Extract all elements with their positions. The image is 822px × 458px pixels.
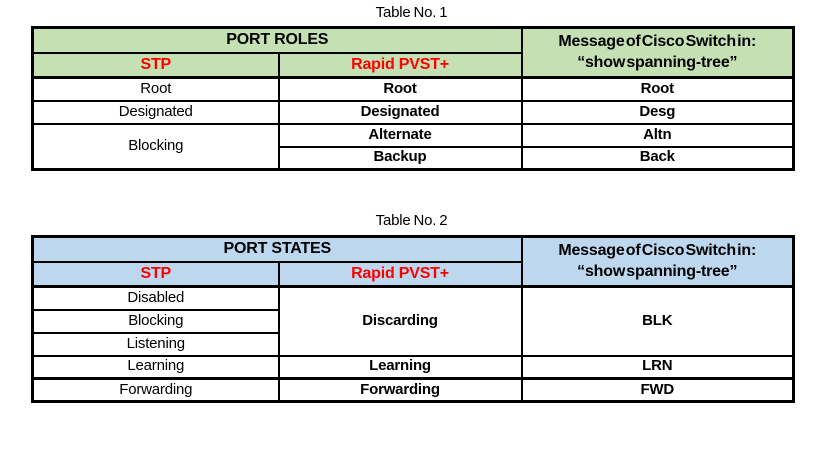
table-row: Blocking Alternate Altn xyxy=(31,122,795,171)
table1-message-header-cell: Message of Cisco Switch in: “show spanni… xyxy=(520,26,795,79)
table2-cell-stp-forwarding: Forwarding xyxy=(31,377,280,403)
table-row: Root Root Root xyxy=(31,76,795,102)
table2-cell-stp-learning: Learning xyxy=(31,354,280,380)
table1-cell-rpvst-alternate: Alternate xyxy=(277,122,523,148)
table2-group-header-cell: PORT STATES xyxy=(31,235,523,263)
table1-cell-msg-root: Root xyxy=(520,76,795,102)
table2-rpvst-header-cell: Rapid PVST+ xyxy=(277,260,523,288)
table2-cell-rpvst-learning: Learning xyxy=(277,354,523,380)
table2-title: Table No. 2 xyxy=(375,212,448,229)
table-row: Backup Back xyxy=(33,145,795,171)
table1-cell-rpvst-root: Root xyxy=(277,76,523,102)
port-states-table: PORT STATES Message of Cisco Switch in: … xyxy=(31,235,795,403)
table1-group-header-row: PORT ROLES Message of Cisco Switch in: “… xyxy=(31,26,795,79)
table1-title: Table No. 1 xyxy=(375,4,448,21)
table2-stp-header-cell: STP xyxy=(31,260,280,288)
table1-cell-stp-blocking: Blocking xyxy=(31,122,280,171)
table-row: Learning Learning LRN xyxy=(31,354,795,380)
port-roles-table: PORT ROLES Message of Cisco Switch in: “… xyxy=(31,26,796,171)
table2-cell-stp-disabled: Disabled xyxy=(31,285,280,311)
table-row: Listening xyxy=(31,331,794,357)
table1-cell-msg-altn: Altn xyxy=(520,122,795,148)
table-row: Designated Designated Desg xyxy=(31,99,795,125)
table2-message-line1: Message of Cisco Switch in: xyxy=(558,241,757,259)
table1-cell-stp-root: Root xyxy=(31,76,280,102)
table1-group-header-cell: PORT ROLES xyxy=(31,26,523,54)
table2-cell-msg-lrn: LRN xyxy=(520,354,795,380)
table-row: Forwarding Forwarding FWD xyxy=(31,377,795,403)
table1-rpvst-header-cell: Rapid PVST+ xyxy=(277,51,523,79)
table1-cell-rpvst-backup: Backup xyxy=(277,145,523,171)
table2-cell-msg-fwd: FWD xyxy=(520,377,795,403)
table2-column-header-row: STP Rapid PVST+ xyxy=(31,260,794,288)
table2-message-line2: “show spanning-tree” xyxy=(577,262,738,280)
table1-message-line1: Message of Cisco Switch in: xyxy=(558,32,757,50)
table1-cell-msg-back: Back xyxy=(520,145,795,171)
table1-message-line2: “show spanning-tree” xyxy=(577,53,738,71)
table2-message-header-cell: Message of Cisco Switch in: “show spanni… xyxy=(520,235,795,288)
table2-cell-stp-blocking: Blocking xyxy=(31,308,280,334)
table2-cell-rpvst-discarding: Discarding xyxy=(277,285,523,357)
table1-cell-rpvst-designated: Designated xyxy=(277,99,523,125)
table2-group-header-row: PORT STATES Message of Cisco Switch in: … xyxy=(31,235,795,288)
table2-cell-stp-listening: Listening xyxy=(31,331,280,357)
table1-cell-msg-desg: Desg xyxy=(520,99,795,125)
table2-cell-rpvst-forwarding: Forwarding xyxy=(277,377,523,403)
table1-stp-header-cell: STP xyxy=(31,51,280,79)
table-row: Blocking xyxy=(31,308,794,334)
table2-cell-msg-blk: BLK xyxy=(520,285,795,357)
table1-column-header-row: STP Rapid PVST+ xyxy=(31,51,794,79)
table1-cell-stp-designated: Designated xyxy=(31,99,280,125)
table-row: Disabled Discarding BLK xyxy=(31,285,795,357)
